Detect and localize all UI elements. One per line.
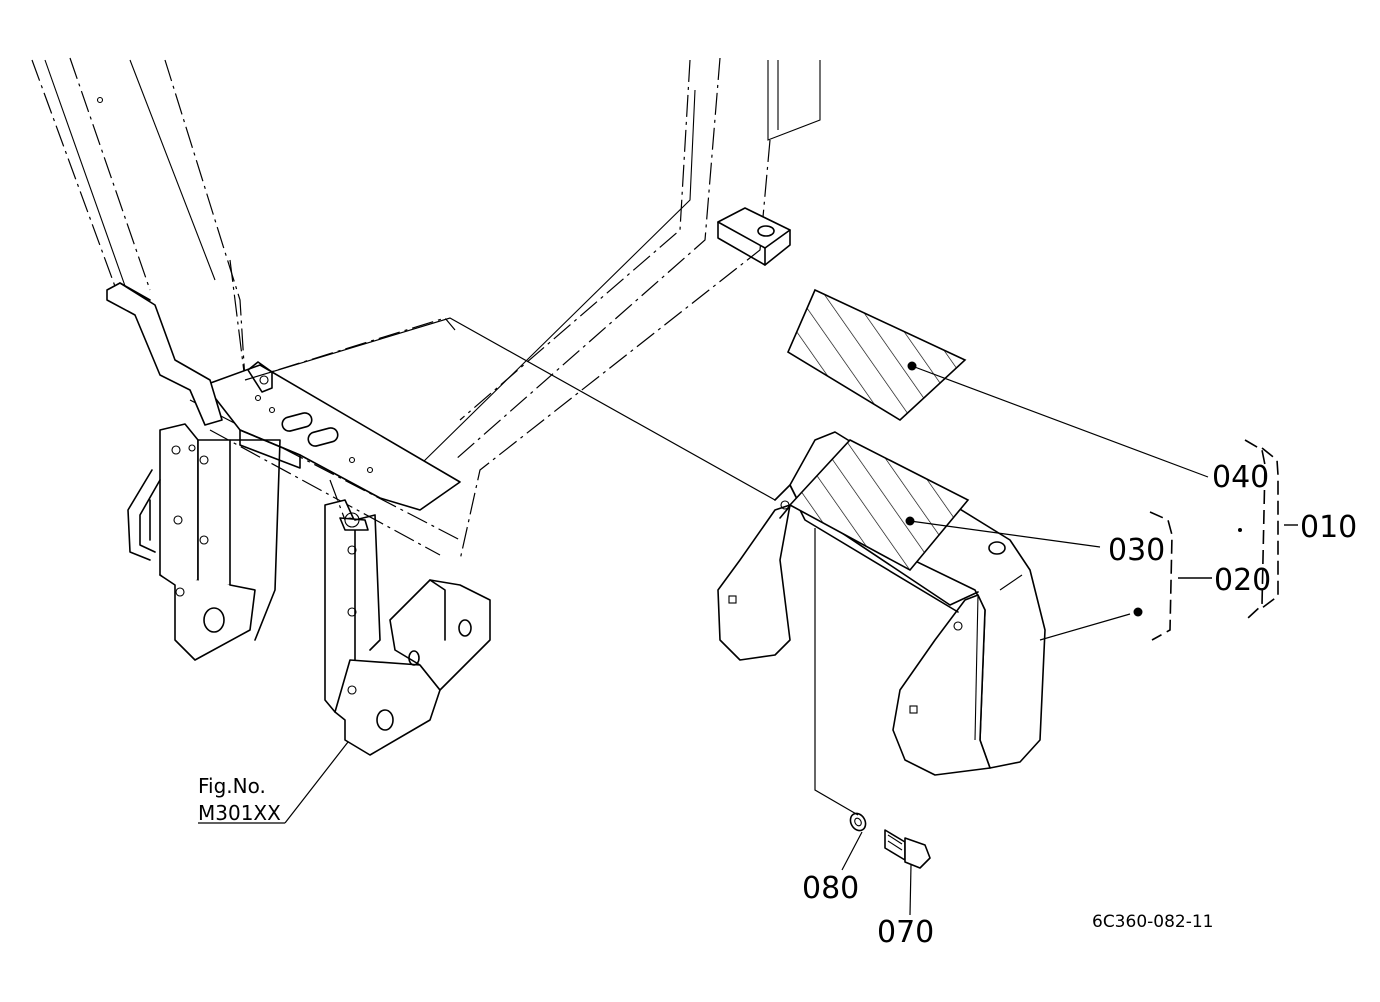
step-cover — [717, 431, 1046, 776]
leader-lines — [198, 317, 1242, 916]
part-label-040: 040 — [1212, 460, 1269, 495]
part-label-020: 020 — [1214, 563, 1271, 598]
drawing-code: 6C360-082-11 — [1092, 912, 1213, 932]
step-plate-030 — [788, 439, 970, 572]
figure-ref-number: M301XX — [198, 801, 281, 825]
frame-assembly — [31, 57, 821, 756]
bolt-and-washer — [849, 812, 931, 869]
group-brackets — [1149, 439, 1298, 641]
step-plate-040 — [786, 288, 967, 421]
figure-ref-prefix: Fig.No. — [198, 774, 266, 798]
part-label-080: 080 — [802, 871, 859, 906]
part-label-030: 030 — [1108, 533, 1165, 568]
part-label-010: 010 — [1300, 510, 1357, 545]
part-label-070: 070 — [877, 915, 934, 950]
